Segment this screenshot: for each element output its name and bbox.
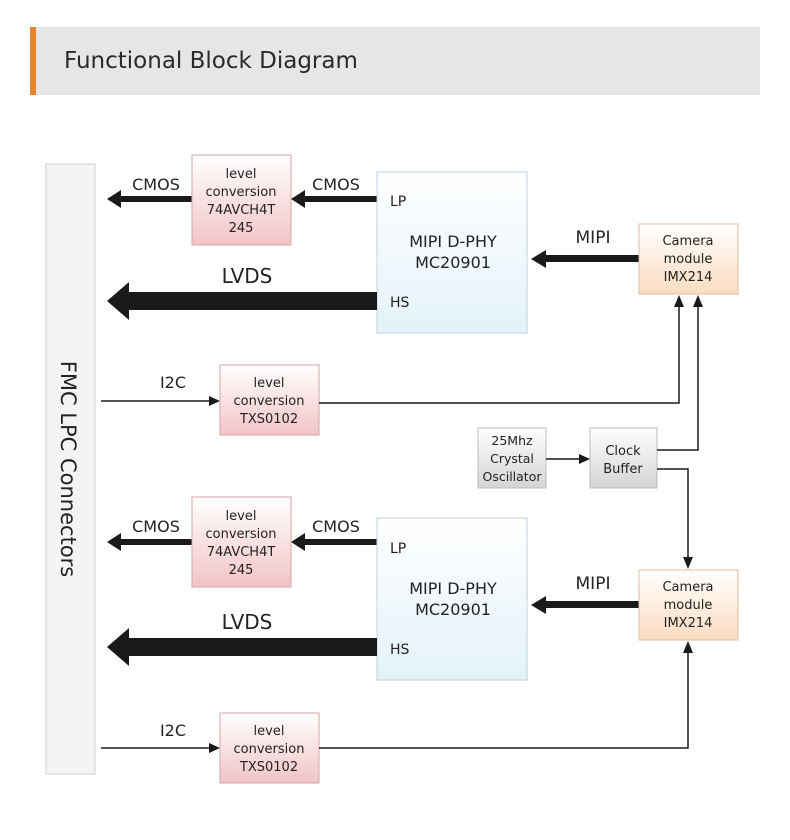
level-conversion-line: 245	[229, 221, 254, 236]
camera-module-box: Camera module IMX214	[638, 569, 739, 641]
cmos-out-arrow	[107, 190, 192, 208]
camera-module-box: Camera module IMX214	[638, 223, 739, 295]
lp-label: LP	[390, 541, 406, 557]
oscillator-line: Oscillator	[483, 469, 543, 484]
level-conversion-line: level	[254, 724, 285, 739]
camera-line: IMX214	[664, 270, 713, 285]
header-accent-bar	[30, 27, 36, 95]
level-conversion-line: conversion	[234, 394, 305, 409]
channel-2: CMOS level conversion 74AVCH4T 245 CMOS …	[101, 496, 739, 784]
level-conversion-line: TXS0102	[239, 760, 298, 775]
cmos-in-label: CMOS	[312, 175, 360, 194]
fmc-label: FMC LPC Connectors	[56, 361, 80, 578]
cmos-in-arrow	[291, 190, 377, 208]
level-conversion-line: 74AVCH4T	[207, 203, 276, 218]
level-conversion-line: 74AVCH4T	[207, 545, 276, 560]
cmos-out-label: CMOS	[132, 517, 180, 536]
mipi-label: MIPI	[576, 574, 611, 594]
level-conversion-i2c-box: level conversion TXS0102	[219, 364, 320, 436]
hs-label: HS	[390, 295, 410, 311]
camera-line: Camera	[662, 234, 713, 249]
level-conversion-line: TXS0102	[239, 412, 298, 427]
oscillator-to-buffer-arrow	[546, 454, 590, 464]
level-conversion-cmos-box: level conversion 74AVCH4T 245	[191, 154, 292, 246]
lvds-arrow	[107, 628, 377, 666]
lvds-arrow	[107, 282, 377, 320]
oscillator-line: Crystal	[490, 451, 534, 466]
i2c-arrow	[101, 396, 220, 406]
clock-buffer-box: Clock Buffer	[589, 427, 658, 489]
mipi-dphy-part: MC20901	[415, 600, 491, 619]
channel-1: CMOS level conversion 74AVCH4T 245 CMOS …	[101, 154, 739, 436]
lvds-label: LVDS	[222, 610, 273, 634]
level-conversion-line: 245	[229, 563, 254, 578]
camera-line: IMX214	[664, 616, 713, 631]
oscillator-box: 25Mhz Crystal Oscillator	[477, 427, 547, 489]
fmc-lpc-connector-block: FMC LPC Connectors	[45, 163, 96, 775]
level-conversion-line: conversion	[206, 527, 277, 542]
level-conversion-line: level	[226, 167, 257, 182]
section-header: Functional Block Diagram	[30, 27, 760, 95]
mipi-dphy-name: MIPI D-PHY	[409, 579, 497, 598]
level-conversion-cmos-box: level conversion 74AVCH4T 245	[191, 496, 292, 588]
i2c-to-camera-line	[319, 641, 693, 749]
level-conversion-line: conversion	[234, 742, 305, 757]
level-conversion-line: level	[226, 509, 257, 524]
cmos-in-label: CMOS	[312, 517, 360, 536]
i2c-arrow	[101, 743, 220, 753]
cmos-in-arrow	[291, 533, 377, 551]
camera-line: module	[664, 598, 713, 613]
mipi-dphy-box: LP MIPI D-PHY MC20901 HS	[376, 517, 528, 681]
i2c-to-camera-line	[319, 295, 684, 404]
i2c-label: I2C	[160, 721, 186, 740]
cmos-out-arrow	[107, 533, 192, 551]
clock-buffer-line: Buffer	[603, 462, 643, 477]
i2c-label: I2C	[160, 373, 186, 392]
cmos-out-label: CMOS	[132, 175, 180, 194]
clock-buffer-line: Clock	[605, 444, 641, 459]
oscillator-line: 25Mhz	[491, 433, 533, 448]
camera-line: module	[664, 252, 713, 267]
lp-label: LP	[390, 194, 406, 210]
clock-to-camera-2-line	[657, 468, 693, 569]
level-conversion-line: conversion	[206, 185, 277, 200]
level-conversion-i2c-box: level conversion TXS0102	[219, 712, 320, 784]
mipi-arrow	[531, 596, 639, 614]
lvds-label: LVDS	[222, 264, 273, 288]
page-title: Functional Block Diagram	[64, 48, 358, 74]
mipi-dphy-box: LP MIPI D-PHY MC20901 HS	[376, 171, 528, 334]
level-conversion-line: level	[254, 376, 285, 391]
mipi-dphy-part: MC20901	[415, 253, 491, 272]
mipi-arrow	[531, 250, 639, 268]
mipi-label: MIPI	[576, 228, 611, 248]
clock-to-camera-1-line	[657, 295, 703, 451]
mipi-dphy-name: MIPI D-PHY	[409, 232, 497, 251]
camera-line: Camera	[662, 580, 713, 595]
hs-label: HS	[390, 642, 410, 658]
